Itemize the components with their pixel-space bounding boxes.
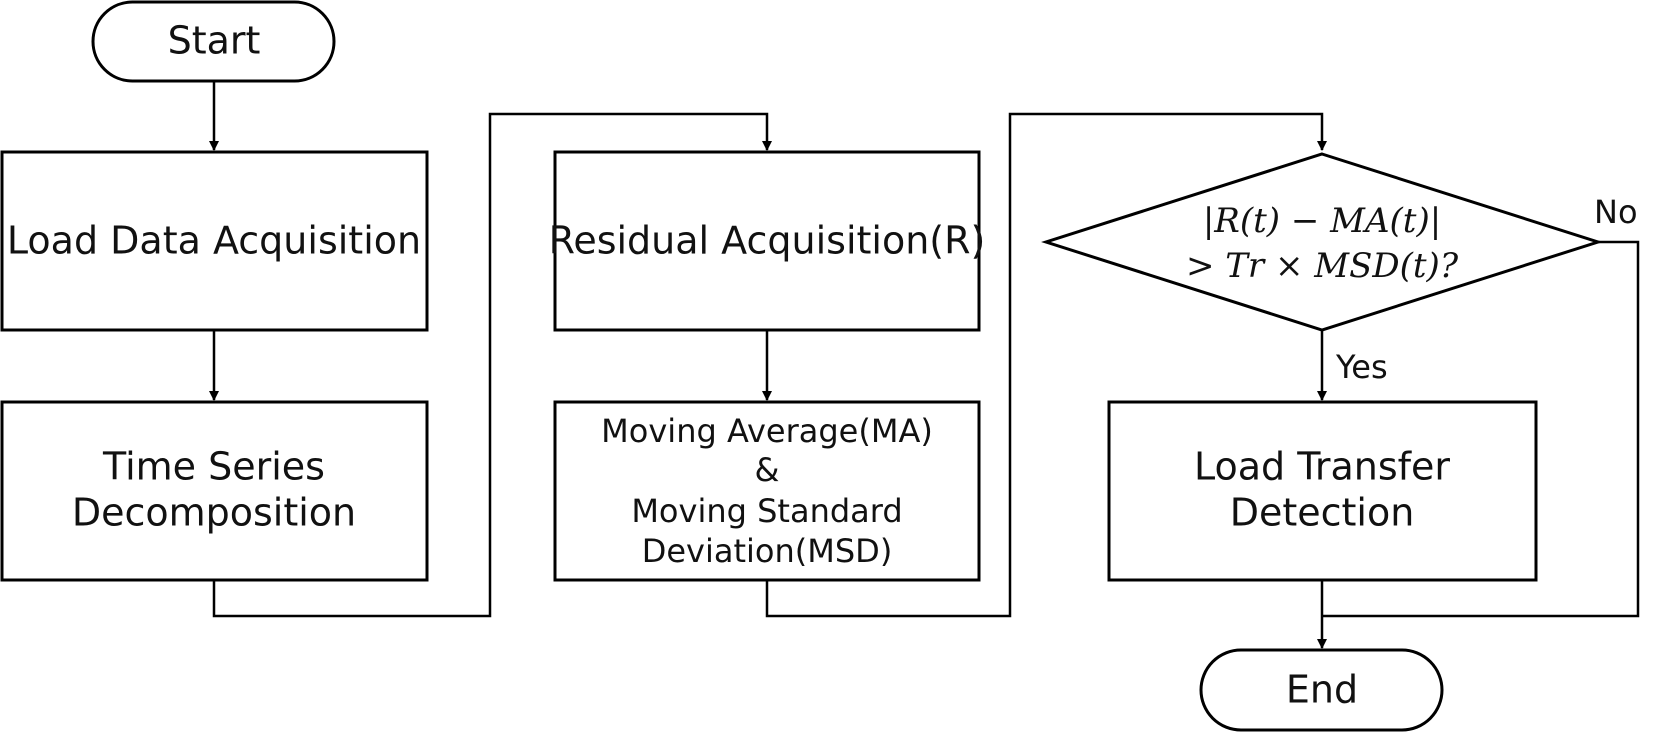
edge-moving-stats-to-decision (765, 112, 1327, 618)
detection-label-line2: Detection (1230, 491, 1415, 535)
load-transfer-detection-node: Load Transfer Detection (1107, 400, 1538, 582)
residual-acquisition-label: Residual Acquisition(R) (549, 219, 986, 263)
residual-acquisition-node: Residual Acquisition(R) (549, 150, 986, 332)
moving-stats-node: Moving Average(MA) & Moving Standard Dev… (553, 400, 981, 582)
edge-label-no: No (1594, 193, 1638, 231)
end-node: End (1199, 648, 1444, 732)
decomposition-label-line1: Time Series (102, 445, 325, 489)
end-label: End (1286, 668, 1358, 712)
moving-stats-label-line2: & (755, 451, 780, 489)
load-data-acquisition-label: Load Data Acquisition (7, 219, 421, 263)
edge-decision-no (1322, 240, 1640, 618)
decomposition-label-line2: Decomposition (72, 491, 356, 535)
edge-label-yes: Yes (1335, 348, 1388, 386)
moving-stats-label-line1: Moving Average(MA) (601, 412, 933, 450)
decision-label-line1: |R(t) − MA(t)| (1203, 201, 1441, 241)
start-node: Start (91, 0, 336, 83)
start-label: Start (168, 19, 261, 63)
decision-node: |R(t) − MA(t)| > Tr × MSD(t)? (1041, 152, 1603, 332)
decision-label-line2: > Tr × MSD(t)? (1186, 246, 1459, 286)
decomposition-node: Time Series Decomposition (0, 400, 429, 582)
load-data-acquisition-node: Load Data Acquisition (0, 150, 429, 332)
detection-label-line1: Load Transfer (1194, 445, 1450, 489)
moving-stats-label-line4: Deviation(MSD) (642, 532, 893, 570)
moving-stats-label-line3: Moving Standard (631, 492, 902, 530)
edge-decomposition-to-residual (212, 112, 772, 618)
